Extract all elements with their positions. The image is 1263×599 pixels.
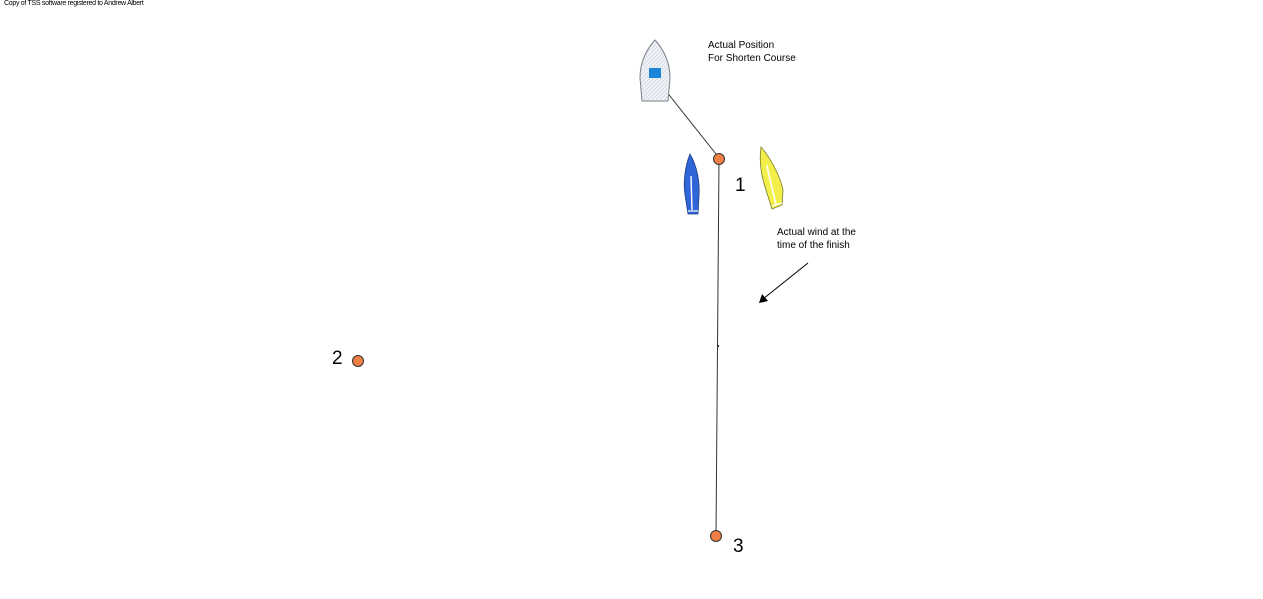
wind-note: Actual wind at the time of the finish bbox=[777, 226, 856, 252]
shorten-course-note: Actual Position For Shorten Course bbox=[708, 39, 796, 65]
wind-note-line1: Actual wind at the bbox=[777, 227, 856, 238]
blue-boat-icon[interactable] bbox=[683, 153, 700, 215]
shorten-course-note-line1: Actual Position bbox=[708, 40, 775, 51]
mark-3-label: 3 bbox=[733, 536, 744, 557]
mark-2[interactable] bbox=[352, 355, 364, 367]
yellow-boat-sail bbox=[766, 164, 777, 206]
mark-1-label: 1 bbox=[735, 175, 746, 196]
blue-boat-sail bbox=[690, 175, 693, 211]
committee-boat-icon[interactable] bbox=[639, 39, 671, 102]
yellow-boat-transom bbox=[771, 202, 783, 207]
committee-line bbox=[661, 85, 717, 155]
mark-2-label: 2 bbox=[332, 348, 343, 369]
finish-line bbox=[715, 159, 720, 536]
wind-arrow-icon bbox=[759, 262, 809, 303]
line-midpoint-dot bbox=[716, 344, 720, 348]
shorten-course-note-line2: For Shorten Course bbox=[708, 53, 796, 64]
mark-1[interactable] bbox=[713, 153, 725, 165]
mark-3[interactable] bbox=[710, 530, 722, 542]
yellow-boat-hull bbox=[759, 146, 784, 210]
wind-note-line2: time of the finish bbox=[777, 240, 850, 251]
committee-flag-icon bbox=[649, 68, 661, 78]
yellow-boat-icon[interactable] bbox=[759, 146, 784, 210]
copyright-notice: Copy of TSS software registered to Andre… bbox=[4, 0, 144, 7]
